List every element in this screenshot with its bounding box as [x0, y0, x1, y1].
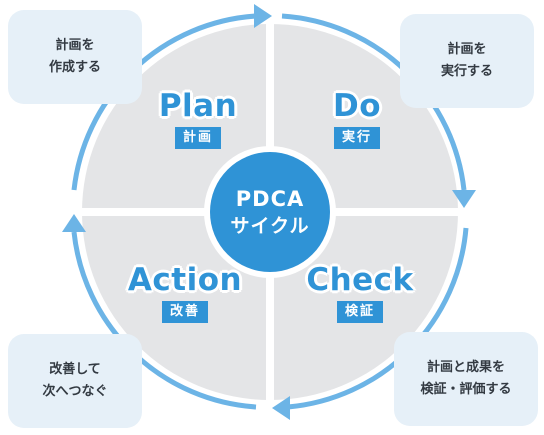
phase-plan-badge: 計画 [174, 127, 221, 149]
phase-do-title: Do [332, 88, 382, 124]
center-label: PDCA サイクル [208, 150, 332, 274]
arrowhead-top-icon [254, 4, 272, 28]
callout-action-line1: 改善して [49, 362, 101, 377]
callout-do-line1: 計画を [447, 42, 487, 57]
callout-action-line2: 次へつなぐ [42, 384, 108, 399]
callout-check-line2: 検証・評価する [420, 382, 512, 397]
phase-do-badge: 実行 [333, 127, 380, 149]
center-label-line1: PDCA [235, 187, 305, 211]
arrowhead-bottom-icon [272, 396, 290, 420]
callout-plan: 計画を 作成する [8, 10, 142, 104]
callout-plan-line2: 作成する [48, 60, 101, 75]
phase-check: Check 検証 [300, 262, 420, 323]
arrowhead-right-icon [452, 190, 476, 208]
callout-action: 改善して 次へつなぐ [8, 334, 142, 428]
center-label-line2: サイクル [230, 215, 310, 237]
phase-plan: Plan 計画 [138, 88, 258, 149]
phase-check-title: Check [306, 262, 414, 298]
phase-check-badge: 検証 [336, 301, 383, 323]
phase-do: Do 実行 [302, 88, 412, 149]
callout-plan-line1: 計画を [55, 38, 95, 53]
phase-action-title: Action [127, 262, 243, 298]
phase-action: Action 改善 [120, 262, 250, 323]
phase-plan-title: Plan [158, 88, 238, 124]
center-circle [210, 152, 330, 272]
arrowhead-left-icon [62, 214, 86, 232]
callout-do: 計画を 実行する [400, 14, 534, 108]
callout-do-line2: 実行する [440, 64, 493, 79]
callout-check-line1: 計画と成果を [426, 360, 505, 375]
callout-check: 計画と成果を 検証・評価する [394, 332, 538, 426]
phase-action-badge: 改善 [161, 301, 208, 323]
